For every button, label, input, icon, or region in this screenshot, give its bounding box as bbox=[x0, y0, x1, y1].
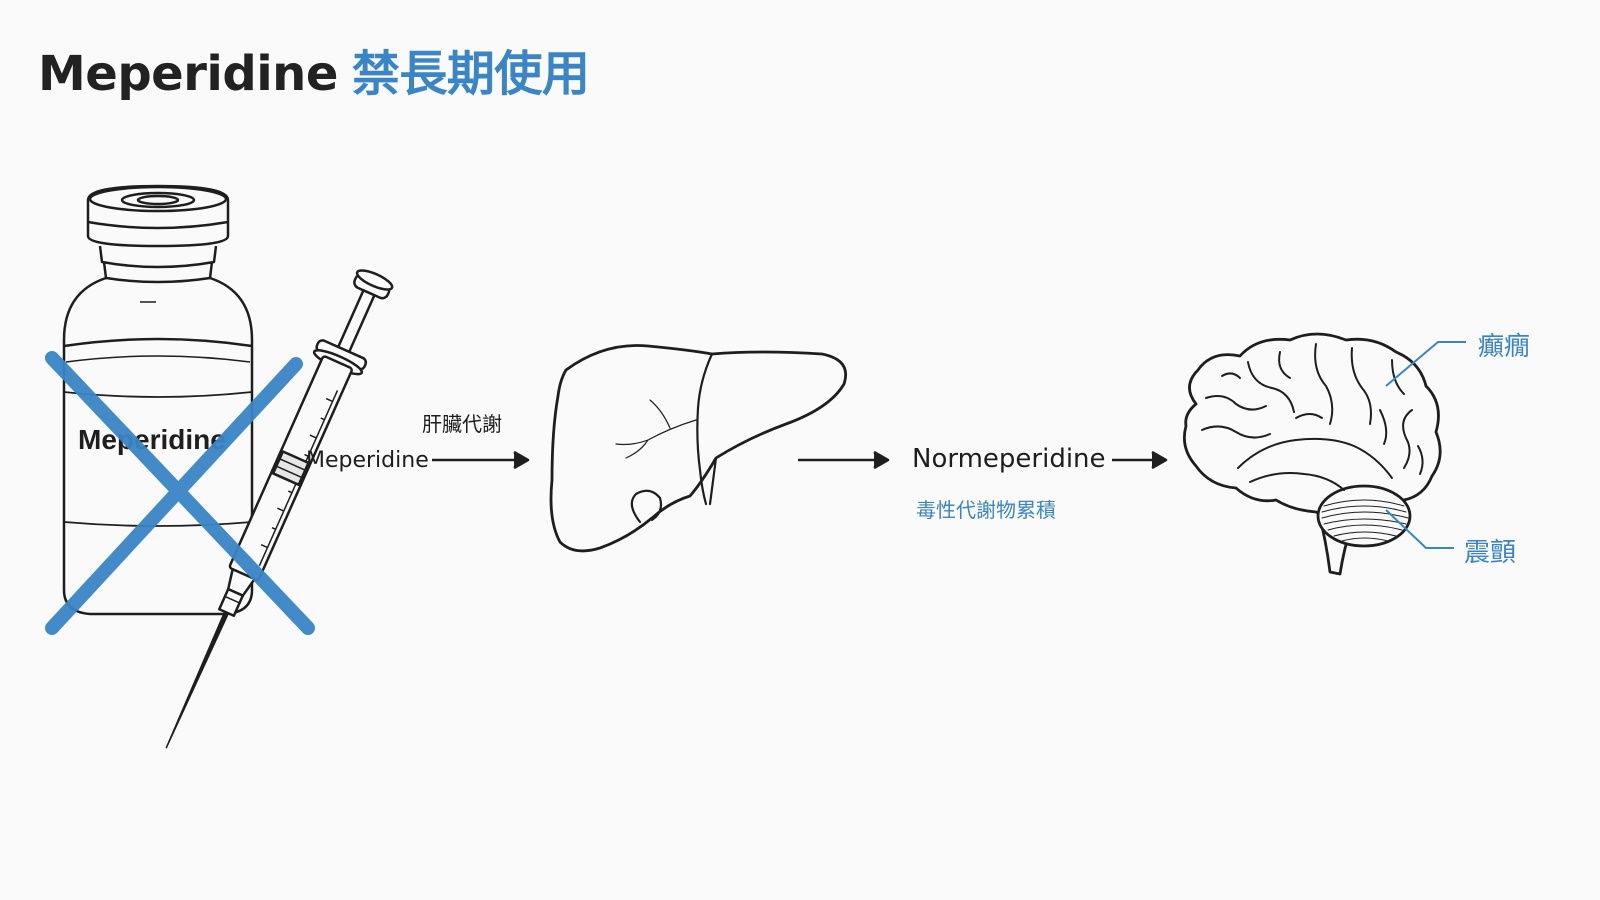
vial-label: Meperidine bbox=[78, 424, 226, 455]
leader-line-tremor bbox=[1385, 509, 1454, 549]
tremor-label: 震顫 bbox=[1464, 538, 1517, 568]
arrow-icon bbox=[432, 450, 530, 470]
brain-icon bbox=[1182, 332, 1442, 576]
toxic-accumulation-label: 毒性代謝物累積 bbox=[916, 498, 1056, 522]
leader-line-seizure bbox=[1385, 341, 1466, 387]
title-drug: Meperidine bbox=[38, 46, 338, 102]
arrow-icon bbox=[1112, 450, 1168, 470]
metabolism-label: 肝臟代謝 bbox=[422, 412, 502, 436]
liver-icon bbox=[549, 344, 848, 553]
drug-label: Meperidine bbox=[306, 448, 429, 473]
vial-icon bbox=[62, 184, 254, 616]
seizure-label: 癲癇 bbox=[1478, 332, 1531, 362]
arrow-icon bbox=[798, 450, 890, 470]
title-warning: 禁長期使用 bbox=[351, 46, 590, 102]
metabolite-label: Normeperidine bbox=[912, 444, 1106, 474]
cross-mark-icon bbox=[45, 351, 315, 635]
syringe-icon bbox=[165, 269, 394, 749]
